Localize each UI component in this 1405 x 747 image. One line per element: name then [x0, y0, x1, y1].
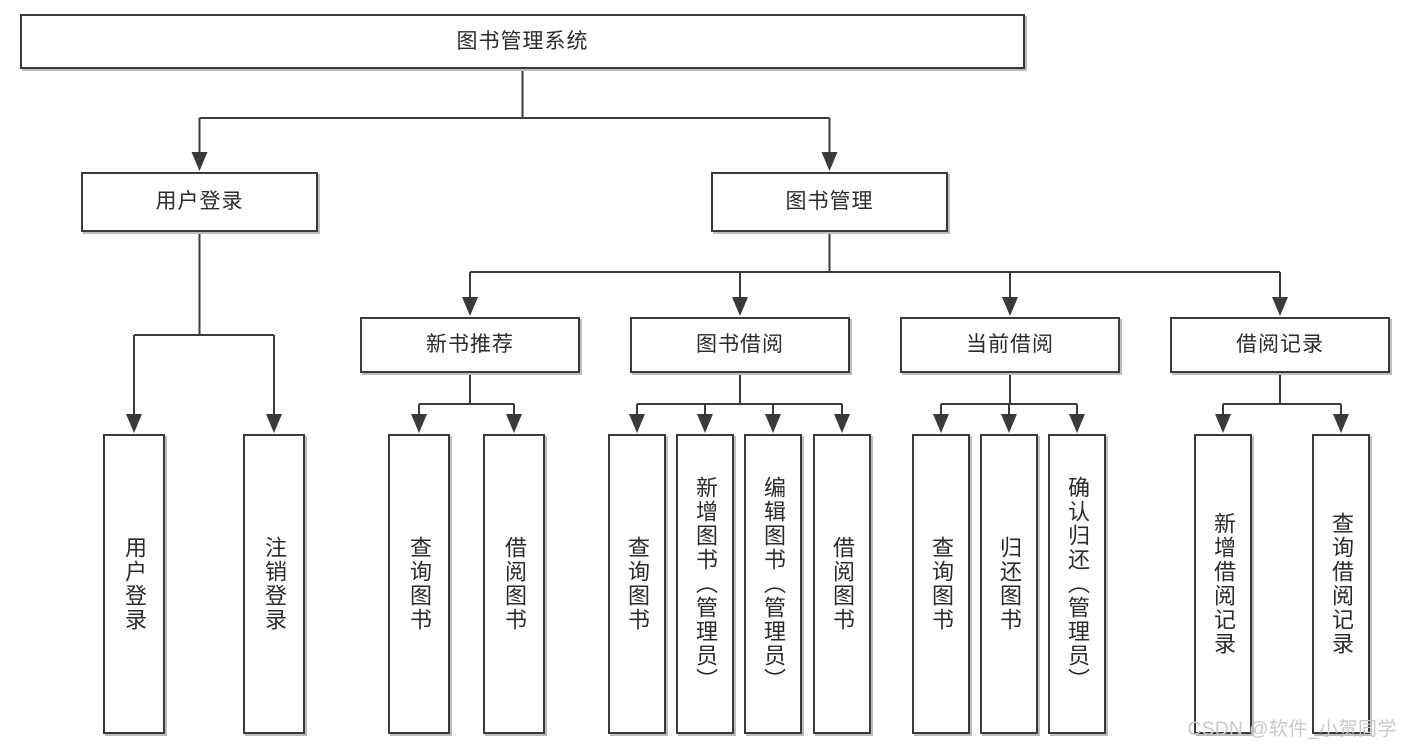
node-label: 新增图书（管理员）	[692, 476, 718, 692]
node-book-borrow[interactable]: 图书借阅	[630, 317, 850, 373]
node-label: 用户登录	[121, 536, 147, 632]
arrowhead-icon	[629, 414, 645, 433]
node-root[interactable]: 图书管理系统	[20, 14, 1025, 69]
csdn-watermark: CSDN @软件_小贺同学	[1187, 719, 1397, 740]
arrowhead-icon	[1002, 297, 1018, 316]
arrowhead-icon	[933, 414, 949, 433]
arrowhead-icon	[765, 414, 781, 433]
arrowhead-icon	[821, 152, 838, 171]
arrowhead-icon	[697, 414, 713, 433]
node-label: 图书管理	[785, 190, 874, 214]
node-new-book-rec[interactable]: 新书推荐	[360, 317, 580, 373]
arrowhead-icon	[1215, 414, 1231, 433]
arrowhead-icon	[126, 414, 142, 433]
node-label: 用户登录	[155, 190, 244, 214]
node-leaf-bb-add[interactable]: 新增图书（管理员）	[676, 434, 734, 734]
arrowhead-icon	[1069, 414, 1085, 433]
arrowhead-icon	[834, 414, 850, 433]
arrowhead-icon	[1001, 414, 1017, 433]
arrowhead-icon	[506, 414, 522, 433]
node-current-loan[interactable]: 当前借阅	[900, 317, 1120, 373]
node-label: 借阅图书	[501, 536, 527, 632]
node-leaf-lr-query[interactable]: 查询借阅记录	[1312, 434, 1370, 734]
node-label: 借阅记录	[1236, 333, 1324, 357]
node-label: 确认归还（管理员）	[1064, 476, 1090, 692]
arrowhead-icon	[732, 297, 748, 316]
node-user-login[interactable]: 用户登录	[81, 172, 318, 232]
node-leaf-rec-query[interactable]: 查询图书	[388, 434, 450, 734]
arrowhead-icon	[462, 297, 478, 316]
node-label: 归还图书	[996, 536, 1022, 632]
node-leaf-bb-borrow[interactable]: 借阅图书	[813, 434, 871, 734]
node-label: 查询借阅记录	[1328, 512, 1354, 656]
node-leaf-bb-edit[interactable]: 编辑图书（管理员）	[744, 434, 802, 734]
node-leaf-cl-confirm[interactable]: 确认归还（管理员）	[1048, 434, 1106, 734]
node-loan-record[interactable]: 借阅记录	[1170, 317, 1390, 373]
node-label: 编辑图书（管理员）	[760, 476, 786, 692]
arrowhead-icon	[411, 414, 427, 433]
node-label: 借阅图书	[829, 536, 855, 632]
node-label: 当前借阅	[966, 333, 1054, 357]
node-label: 图书管理系统	[456, 29, 589, 53]
node-label: 新书推荐	[426, 333, 514, 357]
node-leaf-user-logout[interactable]: 注销登录	[243, 434, 305, 734]
node-leaf-cl-query[interactable]: 查询图书	[912, 434, 970, 734]
node-label: 新增借阅记录	[1210, 512, 1236, 656]
node-label: 查询图书	[928, 536, 954, 632]
node-label: 图书借阅	[696, 333, 784, 357]
arrowhead-icon	[266, 414, 282, 433]
node-book-mgmt[interactable]: 图书管理	[711, 172, 948, 232]
node-leaf-rec-borrow[interactable]: 借阅图书	[483, 434, 545, 734]
node-leaf-bb-query[interactable]: 查询图书	[608, 434, 666, 734]
arrowhead-icon	[1333, 414, 1349, 433]
node-label: 注销登录	[261, 536, 287, 632]
node-label: 查询图书	[406, 536, 432, 632]
arrowhead-icon	[1272, 297, 1288, 316]
node-leaf-user-login[interactable]: 用户登录	[103, 434, 165, 734]
node-leaf-cl-return[interactable]: 归还图书	[980, 434, 1038, 734]
node-label: 查询图书	[624, 536, 650, 632]
arrowhead-icon	[191, 152, 208, 171]
node-leaf-lr-add[interactable]: 新增借阅记录	[1194, 434, 1252, 734]
